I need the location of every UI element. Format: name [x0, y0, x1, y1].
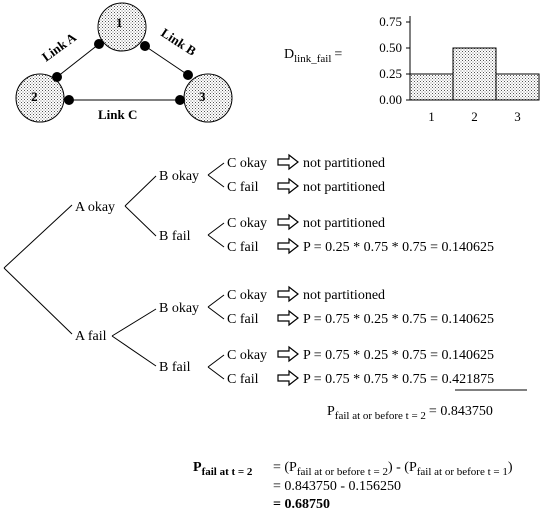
- leaf-result: P = 0.75 * 0.25 * 0.75 = 0.140625: [303, 348, 494, 363]
- sum-line: Pfail at or before t = 2= 0.843750: [327, 404, 493, 422]
- leaf-result: not partitioned: [303, 216, 385, 231]
- leaf-result: P = 0.75 * 0.25 * 0.75 = 0.140625: [303, 312, 494, 327]
- leaf-result: P = 0.75 * 0.75 * 0.75 = 0.421875: [303, 372, 494, 387]
- leaf-c-label: C okay: [227, 156, 267, 171]
- node-3-label: 3: [199, 89, 206, 104]
- leaf-result: P = 0.25 * 0.75 * 0.75 = 0.140625: [303, 240, 494, 255]
- link-a-label: Link A: [39, 29, 80, 64]
- arrow-right-icon: [277, 237, 299, 255]
- leaf-result: not partitioned: [303, 288, 385, 303]
- network-diagram: 1 2 3 Link A Link B Link C: [15, 2, 233, 123]
- leaf-c-label: C okay: [227, 216, 267, 231]
- leaf-result: not partitioned: [303, 180, 385, 195]
- leaf-c-label: C fail: [227, 372, 259, 387]
- tree-node-a-okay: A okay: [75, 200, 115, 215]
- final-line-1: = (Pfail at or before t = 2) - (Pfail at…: [273, 460, 513, 478]
- node-2-label: 2: [31, 89, 38, 104]
- bar-1: [409, 73, 454, 101]
- bar-3: [495, 73, 540, 101]
- tree-node-b-fail: B fail: [159, 360, 191, 375]
- final-line-2: = 0.843750 - 0.156250: [273, 479, 401, 494]
- leaf-c-label: C fail: [227, 240, 259, 255]
- final-computation: Pfail at t = 2 = (Pfail at or before t =…: [193, 460, 513, 512]
- final-line-3: = 0.68750: [273, 497, 330, 512]
- arrow-right-icon: [277, 345, 299, 363]
- link-c-label: Link C: [98, 107, 137, 122]
- probability-tree: A okay A fail B okay B fail B okay B fai…: [3, 153, 527, 422]
- port-dot: [64, 95, 74, 105]
- leaf-c-label: C okay: [227, 348, 267, 363]
- y-tick-label: 0.00: [379, 92, 402, 107]
- node-2: [15, 73, 65, 123]
- arrow-right-icon: [277, 309, 299, 327]
- node-3: [183, 73, 233, 123]
- port-dot: [52, 72, 62, 82]
- x-tick-label: 1: [428, 109, 435, 124]
- x-tick-label: 2: [471, 109, 478, 124]
- port-dot: [175, 95, 185, 105]
- leaf-result: not partitioned: [303, 156, 385, 171]
- bar-2: [452, 47, 497, 101]
- link-b-label: Link B: [158, 25, 199, 59]
- node-1: [97, 2, 147, 52]
- node-1-label: 1: [116, 15, 123, 30]
- y-tick-label: 0.25: [379, 66, 402, 81]
- tree-node-b-okay: B okay: [159, 169, 199, 184]
- arrow-right-icon: [277, 153, 299, 171]
- x-tick-label: 3: [514, 109, 521, 124]
- leaf-c-label: C fail: [227, 312, 259, 327]
- tree-node-b-fail: B fail: [159, 229, 191, 244]
- final-lhs: Pfail at t = 2: [193, 460, 253, 478]
- arrow-right-icon: [277, 177, 299, 195]
- y-tick-label: 0.75: [379, 14, 402, 29]
- tree-node-a-fail: A fail: [75, 329, 107, 344]
- bar-chart: 1 2 3 0.75 0.50 0.25 0.00: [379, 14, 540, 124]
- link-b-line: [144, 45, 189, 76]
- leaf-c-label: C okay: [227, 288, 267, 303]
- leaf-c-label: C fail: [227, 180, 259, 195]
- port-dot: [140, 41, 150, 51]
- port-dot: [94, 39, 104, 49]
- dlink-fail-label: Dlink_fail=: [284, 47, 342, 65]
- arrow-right-icon: [277, 213, 299, 231]
- y-tick-label: 0.50: [379, 40, 402, 55]
- tree-node-b-okay: B okay: [159, 301, 199, 316]
- link-a-line: [56, 43, 100, 78]
- port-dot: [183, 70, 193, 80]
- arrow-right-icon: [277, 285, 299, 303]
- arrow-right-icon: [277, 369, 299, 387]
